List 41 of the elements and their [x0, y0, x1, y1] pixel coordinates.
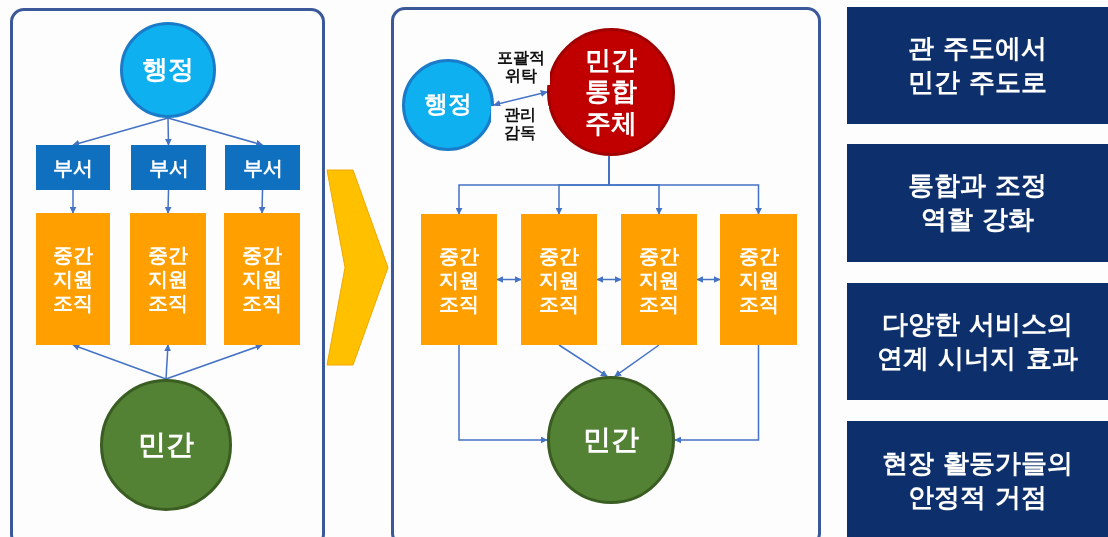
arrow [493, 90, 548, 107]
organization-box: 중간 지원 조직 [521, 214, 597, 345]
department-box: 부서 [36, 145, 110, 190]
annotation-text: 관리 감독 [491, 106, 549, 143]
arrow [72, 117, 169, 147]
panel-frame [10, 8, 325, 537]
organization-box: 중간 지원 조직 [36, 213, 110, 345]
arrow [167, 117, 264, 147]
summary-box: 통합과 조정 역할 강화 [847, 144, 1108, 262]
chevron-arrow [326, 169, 389, 366]
organization-box: 중간 지원 조직 [720, 214, 797, 345]
arrow [258, 189, 266, 214]
circle-node: 민간 [100, 379, 232, 511]
circle-node: 민간 통합 주체 [547, 28, 675, 156]
arrow [696, 276, 721, 283]
panel-frame [391, 7, 821, 537]
circle-node: 행정 [402, 59, 494, 151]
arrow [608, 155, 762, 215]
arrow [496, 276, 522, 283]
arrow [69, 189, 77, 214]
summary-box: 다양한 서비스의 연계 시너지 효과 [847, 283, 1108, 400]
department-box: 부서 [131, 145, 206, 190]
arrow [164, 117, 172, 146]
arrow [558, 344, 608, 378]
arrow [165, 343, 263, 380]
arrow [674, 344, 760, 444]
department-box: 부서 [225, 145, 300, 190]
organization-box: 중간 지원 조직 [621, 214, 697, 345]
arrow [72, 343, 167, 380]
arrow [458, 344, 548, 444]
arrow [164, 344, 172, 380]
arrow [164, 189, 172, 214]
circle-node: 민간 [547, 376, 675, 504]
organization-box: 중간 지원 조직 [130, 213, 206, 345]
circle-node: 행정 [120, 22, 216, 118]
arrow [596, 276, 622, 283]
arrow [614, 344, 660, 378]
summary-box: 현장 활동가들의 안정적 거점 [847, 421, 1108, 537]
organization-box: 중간 지원 조직 [224, 213, 300, 345]
summary-box: 관 주도에서 민간 주도로 [847, 7, 1108, 124]
organization-box: 중간 지원 조직 [421, 214, 497, 345]
